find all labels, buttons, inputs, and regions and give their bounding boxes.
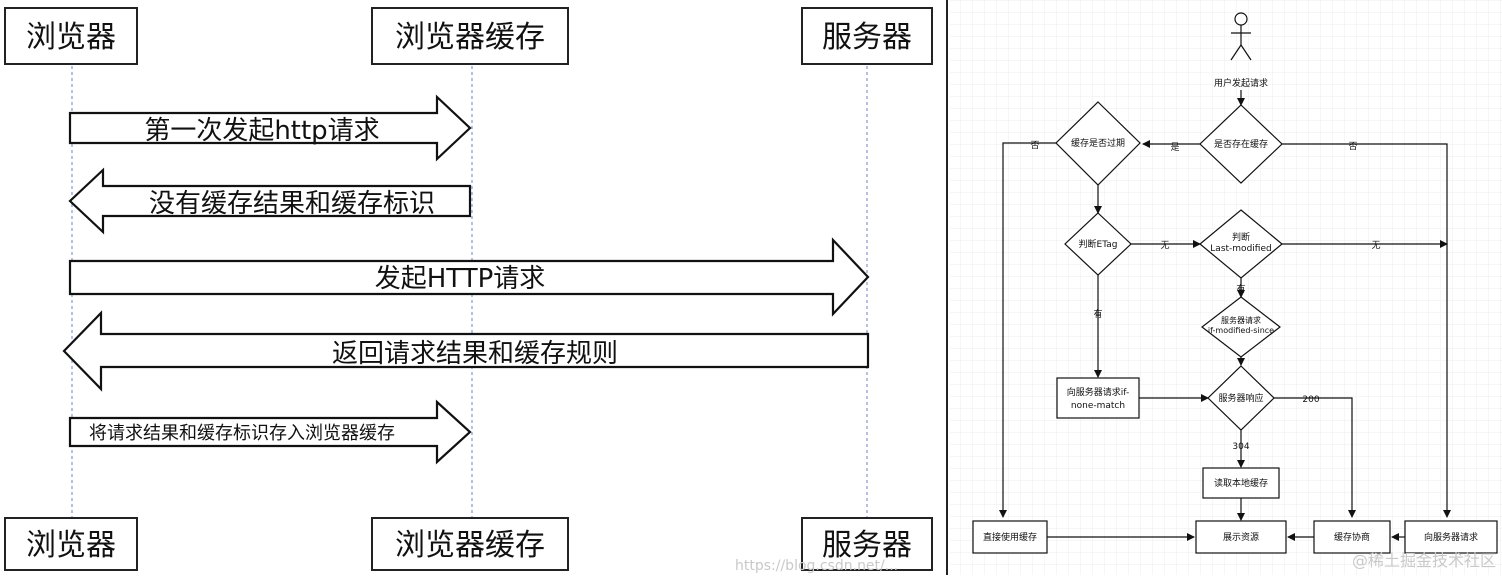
participant-browser-top — [4, 7, 138, 65]
decision-has-cache — [1199, 104, 1283, 184]
participant-server-top-label: 服务器 — [822, 20, 912, 55]
decision-last-modified-label-1: 判断 — [1232, 231, 1250, 243]
message-label-1: 第一次发起http请求 — [144, 116, 379, 146]
participant-browser-bottom-label: 浏览器 — [26, 528, 116, 563]
message-label-2: 没有缓存结果和缓存标识 — [149, 189, 435, 219]
process-cache-negotiate — [1313, 520, 1391, 554]
decision-cache-expired-label: 缓存是否过期 — [1071, 137, 1125, 149]
actor-label: 用户发起请求 — [1214, 77, 1268, 89]
edge-label-none-2: 无 — [1371, 240, 1380, 251]
message-arrow-2 — [68, 167, 472, 235]
decision-check-etag-label: 判断ETag — [1079, 238, 1118, 250]
edge-label-none-1: 无 — [1160, 240, 1169, 251]
decision-server-response-label: 服务器响应 — [1218, 392, 1263, 404]
edge-label-200: 200 — [1302, 395, 1319, 405]
participant-server-bottom-label: 服务器 — [822, 528, 912, 563]
message-arrow-1 — [68, 94, 472, 162]
message-label-3: 发起HTTP请求 — [375, 264, 546, 294]
decision-if-modified-since-label-2: if-modified-since — [1208, 326, 1274, 335]
participant-browser-bottom — [4, 517, 138, 571]
participant-cache-bottom-label: 浏览器缓存 — [395, 528, 545, 563]
participant-cache-bottom — [371, 517, 569, 571]
cache-flowchart: 用户发起请求 是否存在缓存 是 否 缓存是否过期 否 判断ETag 无 有 判断… — [950, 0, 1502, 575]
message-label-4: 返回请求结果和缓存规则 — [332, 339, 618, 369]
participant-cache-top-label: 浏览器缓存 — [395, 20, 545, 55]
sequence-diagram: 浏览器 浏览器缓存 服务器 第一次发起http请求 没有缓存结果和缓存标识 发起… — [4, 7, 933, 574]
edge-label-no-right: 否 — [1348, 141, 1357, 152]
process-use-cache-label: 直接使用缓存 — [983, 531, 1037, 543]
edge-label-have-1: 有 — [1093, 308, 1102, 320]
edge-label-304: 304 — [1232, 442, 1249, 452]
decision-has-cache-label: 是否存在缓存 — [1214, 138, 1268, 150]
edge-label-no-left: 否 — [1030, 140, 1039, 151]
process-if-none-match — [1056, 377, 1140, 419]
participant-server-top — [801, 7, 933, 65]
process-cache-negotiate-label: 缓存协商 — [1334, 531, 1370, 543]
process-show-resource — [1195, 520, 1287, 554]
participant-server-bottom — [801, 517, 933, 571]
decision-last-modified-label-2: Last-modified — [1210, 244, 1271, 254]
edge-label-have-2: 有 — [1236, 283, 1245, 295]
participant-browser-top-label: 浏览器 — [26, 20, 116, 55]
left-watermark: https://blog.csdn.net/... — [735, 558, 898, 574]
message-arrow-5 — [68, 399, 472, 465]
process-if-none-match-label-1: 向服务器请求if- — [1067, 386, 1129, 398]
actor-icon — [1230, 12, 1252, 61]
process-if-none-match-label-2: none-match — [1071, 401, 1125, 411]
message-arrow-4 — [62, 310, 870, 392]
process-read-local-cache — [1202, 467, 1280, 499]
decision-if-modified-since-label-1: 服务器请求 — [1221, 315, 1261, 325]
edge-label-yes: 是 — [1170, 142, 1179, 153]
process-use-cache — [972, 520, 1048, 554]
process-read-local-cache-label: 读取本地缓存 — [1214, 477, 1268, 489]
right-watermark: @稀土掘金技术社区 — [1352, 551, 1496, 570]
message-arrow-3 — [68, 237, 870, 317]
message-label-5: 将请求结果和缓存标识存入浏览器缓存 — [89, 423, 395, 444]
participant-cache-top — [371, 7, 569, 65]
process-request-server-label: 向服务器请求 — [1424, 531, 1478, 543]
process-show-resource-label: 展示资源 — [1223, 532, 1259, 543]
